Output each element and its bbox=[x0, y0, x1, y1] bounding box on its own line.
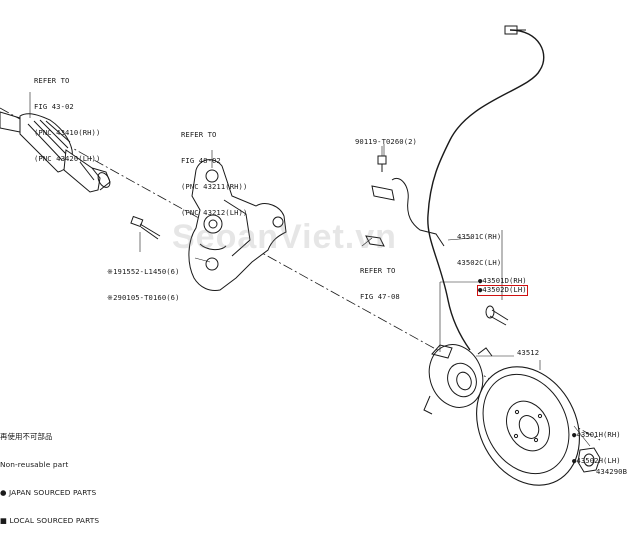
hub-bearing bbox=[423, 344, 493, 415]
label-sensor-ref: REFER TO FIG 47-08 bbox=[360, 266, 400, 301]
legend-note-jp: 再使用不可部品 bbox=[0, 431, 53, 441]
label-hub-assy: 43501C(RH) 43502C(LH) bbox=[457, 232, 502, 267]
label-knuckle-ref: REFER TO FIG 48-02 (PNC 43211(RH)) (PNC … bbox=[181, 130, 248, 217]
label-bolt-90119: 90119-T0260(2) bbox=[355, 137, 417, 146]
steering-knuckle bbox=[188, 159, 287, 291]
legend: 再使用不可部品 Non-reusable part ● JAPAN SOURCE… bbox=[0, 413, 99, 535]
label-hub-bearing-rh: ●43501D(RH) bbox=[478, 276, 527, 285]
label-nut-rh: ●43501H(RH) bbox=[572, 430, 621, 440]
watermark-text: SeoanViet.vn bbox=[172, 218, 397, 256]
legend-japan-sourced: ● JAPAN SOURCED PARTS bbox=[0, 488, 97, 498]
drive-shaft bbox=[0, 111, 111, 193]
bolt-90119 bbox=[377, 146, 387, 172]
label-hub-bearing-lh-highlight: ●43502D(LH) bbox=[477, 285, 528, 296]
exploded-parts-diagram bbox=[0, 25, 601, 486]
label-nut: ●43501H(RH) ●43502H(LH) bbox=[572, 414, 621, 474]
label-bolt-notes: ※191552-L1450(6) ※290105-T0160(6) bbox=[107, 267, 180, 302]
label-disc: 43512 bbox=[517, 348, 540, 357]
knuckle-bolt bbox=[130, 215, 161, 240]
label-nut-lh: ●43502H(LH) bbox=[572, 455, 621, 465]
legend-local-sourced: ■ LOCAL SOURCED PARTS bbox=[0, 516, 100, 526]
abs-sensor-wire bbox=[365, 25, 545, 351]
legend-note-en: Non-reusable part bbox=[0, 460, 69, 470]
brake-disc bbox=[476, 366, 580, 486]
leader-lines bbox=[29, 92, 591, 447]
figure-id: 434290B bbox=[596, 467, 627, 476]
hub-nut bbox=[577, 447, 601, 473]
label-driveshaft-ref: REFER TO FIG 43-02 (PNC 43410(RH)) (PNC … bbox=[34, 76, 101, 163]
hub-bolt bbox=[485, 305, 509, 326]
